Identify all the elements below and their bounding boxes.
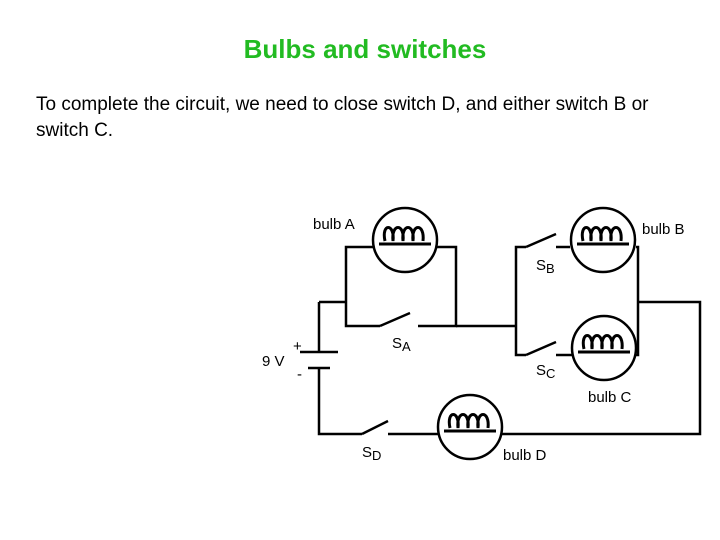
bulb-c [570, 314, 638, 382]
switch-a [379, 311, 411, 328]
battery-minus-label: - [297, 366, 302, 383]
switch-b [525, 232, 557, 249]
bulb-d [436, 393, 504, 461]
bulb-d-label: bulb D [503, 447, 547, 464]
bulb-a [371, 206, 439, 274]
battery [300, 350, 338, 370]
explanation-text: To complete the circuit, we need to clos… [36, 94, 649, 141]
battery-plus-label: + [293, 338, 302, 355]
bulb-a-label: bulb A [313, 216, 355, 233]
switch-c-label: SC [536, 362, 555, 381]
switch-b-label: SB [536, 257, 555, 276]
bulb-b [569, 206, 637, 274]
battery-voltage-label: 9 V [262, 353, 285, 370]
circuit-wires [317, 245, 702, 436]
page-title: Bulbs and switches [243, 34, 487, 64]
switch-a-label: SA [392, 335, 411, 354]
bulb-c-label: bulb C [588, 389, 632, 406]
switch-d-label: SD [362, 444, 381, 463]
bulb-b-label: bulb B [642, 221, 685, 238]
switch-c [525, 340, 557, 357]
switch-d [361, 419, 389, 436]
